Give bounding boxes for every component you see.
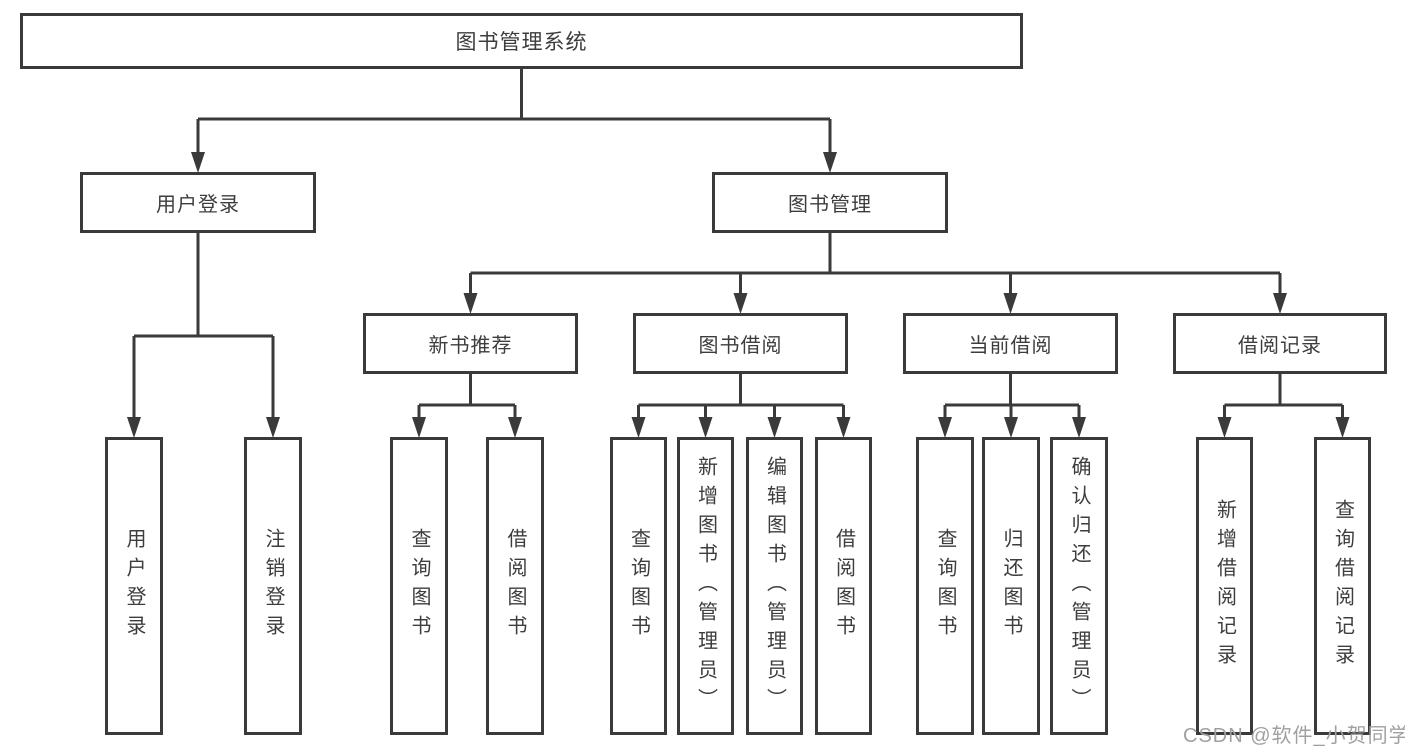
leaf-borrow-books: 借阅图书	[815, 437, 872, 735]
leaf-add-borrow-record: 新增借阅记录	[1196, 437, 1253, 735]
node-borrowing-records: 借阅记录	[1173, 313, 1387, 374]
leaf-label: 编辑图书（管理员）	[763, 455, 786, 717]
node-library-management-system: 图书管理系统	[20, 13, 1023, 69]
leaf-label: 用户登录	[123, 528, 145, 644]
leaf-label: 新增借阅记录	[1213, 499, 1236, 673]
leaf-query-books-borrow: 查询图书	[610, 437, 667, 735]
node-label: 图书管理系统	[455, 31, 588, 54]
leaf-borrow-books-recommend: 借阅图书	[486, 437, 544, 735]
leaf-label: 注销登录	[262, 528, 284, 644]
leaf-return-books: 归还图书	[982, 437, 1040, 735]
leaf-label: 确认归还（管理员）	[1068, 455, 1090, 717]
csdn-watermark: CSDN @软件_小贺同学	[1183, 725, 1405, 747]
node-label: 用户登录	[156, 194, 240, 216]
leaf-label: 借阅图书	[504, 528, 526, 644]
leaf-confirm-return-admin: 确认归还（管理员）	[1050, 437, 1108, 735]
leaf-label: 查询借阅记录	[1331, 499, 1354, 673]
leaf-label: 查询图书	[627, 528, 650, 644]
node-label: 图书借阅	[698, 335, 783, 357]
node-current-borrowing: 当前借阅	[903, 313, 1118, 374]
leaf-edit-books-admin: 编辑图书（管理员）	[746, 437, 803, 735]
leaf-logout: 注销登录	[244, 437, 302, 735]
node-label: 新书推荐	[428, 335, 513, 357]
node-label: 图书管理	[788, 194, 872, 216]
leaf-add-books-admin: 新增图书（管理员）	[677, 437, 734, 735]
node-new-book-recommendation: 新书推荐	[363, 313, 578, 374]
leaf-label: 查询图书	[408, 528, 430, 644]
leaf-label: 新增图书（管理员）	[694, 455, 717, 717]
node-label: 借阅记录	[1238, 335, 1322, 357]
leaf-query-books-recommend: 查询图书	[390, 437, 448, 735]
leaf-label: 查询图书	[934, 528, 956, 644]
leaf-user-login: 用户登录	[105, 437, 163, 735]
leaf-label: 归还图书	[1000, 528, 1022, 644]
node-book-borrowing: 图书借阅	[633, 313, 848, 374]
node-user-login: 用户登录	[80, 172, 316, 233]
leaf-label: 借阅图书	[832, 528, 855, 644]
leaf-query-books-current: 查询图书	[916, 437, 974, 735]
node-book-management: 图书管理	[712, 172, 948, 233]
leaf-query-borrow-record: 查询借阅记录	[1314, 437, 1371, 735]
node-label: 当前借阅	[968, 335, 1053, 357]
